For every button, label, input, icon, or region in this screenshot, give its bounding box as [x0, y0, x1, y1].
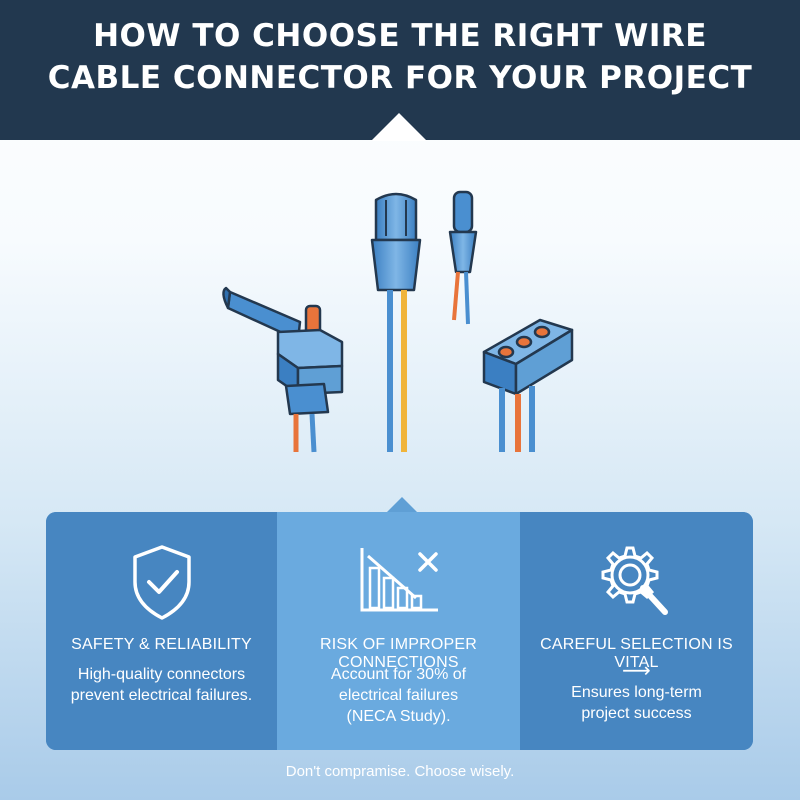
connectors-illustration	[222, 190, 574, 453]
info-panel: SAFETY & RELIABILITY High-quality connec…	[46, 512, 753, 750]
declining-chart-icon	[360, 548, 438, 612]
header-notch	[371, 113, 427, 141]
panel-risk: RISK OF IMPROPER CONNECTIONS Account for…	[277, 512, 520, 750]
panel-safety: SAFETY & RELIABILITY High-quality connec…	[46, 512, 277, 750]
panel-heading: RISK OF IMPROPER CONNECTIONS	[320, 636, 477, 671]
panel-heading: SAFETY & RELIABILITY	[71, 636, 252, 653]
page-title: HOW TO CHOOSE THE RIGHT WIRE CABLE CONNE…	[0, 15, 800, 99]
bullet-connector-icon	[370, 192, 422, 452]
pin-connector-icon	[448, 190, 478, 325]
footer-tagline: Don't compramise. Choose wisely.	[285, 763, 515, 780]
shield-check-icon	[132, 545, 191, 620]
panel-text: Account for 30% of electrical failures (…	[330, 666, 467, 725]
title-line-2: CABLE CONNECTOR FOR YOUR PROJECT	[47, 60, 753, 96]
panel-text: Ensures long-term project success	[571, 684, 702, 722]
panel-notch	[386, 497, 418, 513]
panel-selection: CAREFUL SELECTION IS VITAL ⟶ Ensures lon…	[520, 512, 753, 750]
title-line-1: HOW TO CHOOSE THE RIGHT WIRE	[93, 18, 707, 54]
terminal-block-connector-icon	[482, 318, 574, 452]
gear-magnifier-icon	[601, 546, 668, 615]
arrow-right-icon: ⟶	[622, 658, 651, 682]
ring-terminal-connector-icon	[222, 286, 344, 453]
panel-heading: CAREFUL SELECTION IS VITAL	[540, 636, 733, 671]
panel-text: High-quality connectors prevent electric…	[70, 666, 253, 704]
